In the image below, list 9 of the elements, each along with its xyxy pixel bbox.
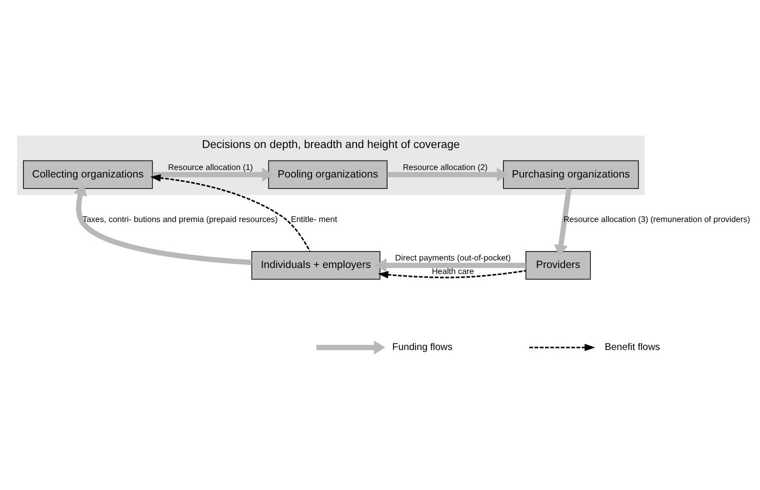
edge-label: Direct payments (out-of-pocket)	[395, 253, 511, 262]
edge-label: Resource allocation (1)	[168, 162, 253, 172]
edge-label: Resource allocation (3) (remuneration of providers)	[563, 214, 750, 224]
edge-label: Health care	[432, 266, 474, 276]
legend-label: Benefit flows	[604, 342, 660, 353]
edge-label: Taxes, contri- butions and premia (prepaid resources)	[82, 214, 278, 224]
edge-label: Entitle- ment	[290, 214, 338, 224]
edge-label: Resource allocation (2)	[402, 162, 488, 172]
legend-label: Funding flows	[392, 342, 452, 353]
